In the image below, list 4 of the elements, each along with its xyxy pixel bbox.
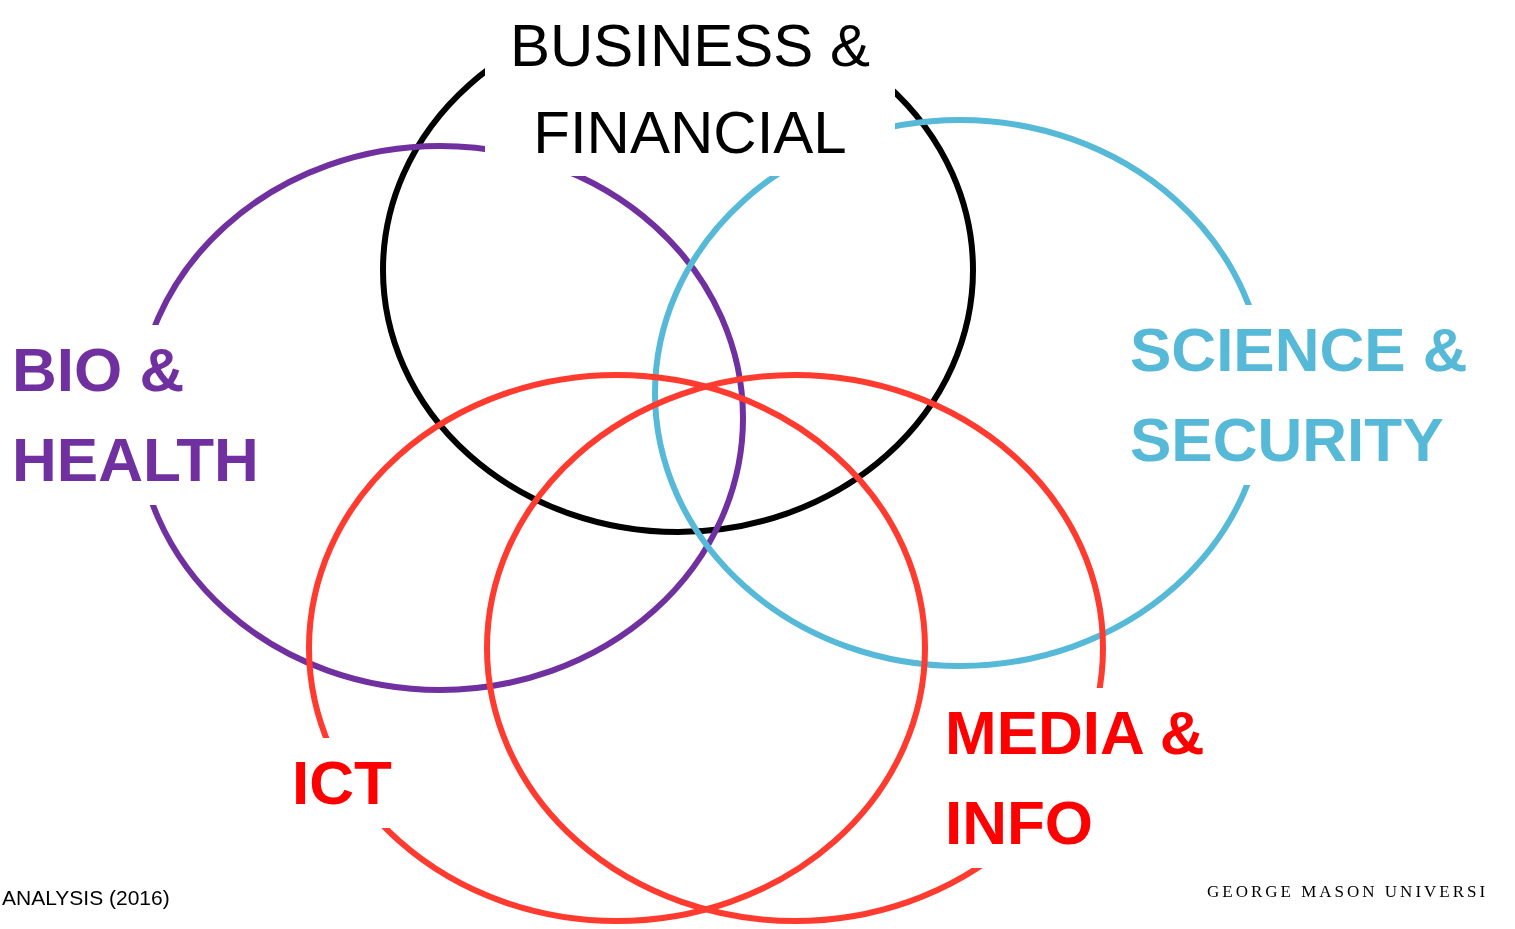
set-label: BUSINESS & FINANCIAL <box>485 2 895 176</box>
source-note: ANALYSIS (2016) <box>2 886 170 910</box>
institution-name: GEORGE MASON UNIVERSI <box>1207 882 1489 902</box>
venn-ellipse <box>380 2 976 535</box>
